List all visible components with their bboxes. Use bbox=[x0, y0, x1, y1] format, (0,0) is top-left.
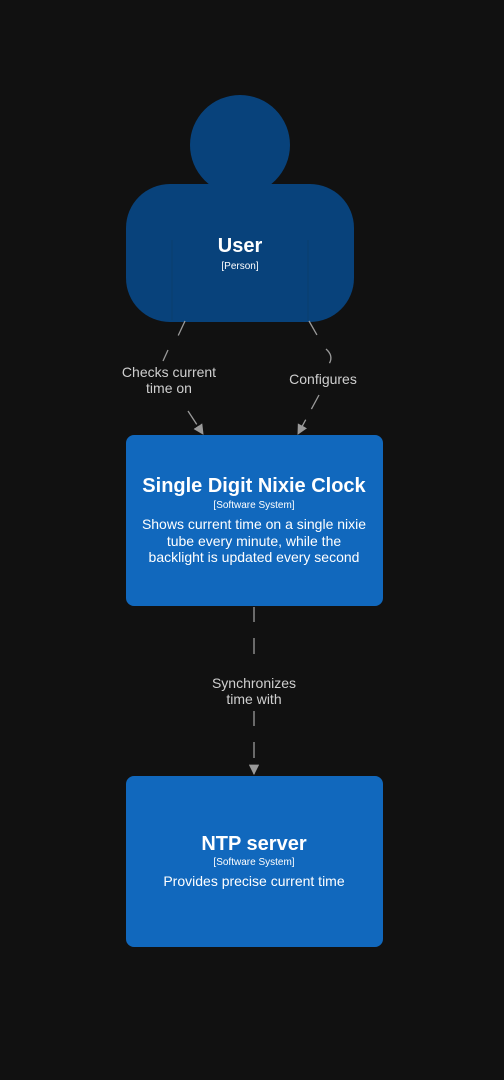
ntp-server-type: [Software System] bbox=[213, 857, 294, 868]
nixie-clock-type: [Software System] bbox=[213, 500, 294, 511]
ntp-server-description-line-1: Provides precise current time bbox=[163, 873, 345, 889]
edge-sync-label-line-2: time with bbox=[226, 691, 281, 707]
user-person-node[interactable]: User [Person] bbox=[126, 95, 354, 322]
nixie-clock-box bbox=[126, 435, 383, 606]
ntp-server-system-node[interactable]: NTP server [Software System] Provides pr… bbox=[126, 776, 383, 947]
edge-configures-segment-top bbox=[308, 320, 318, 336]
user-title: User bbox=[218, 235, 263, 257]
edge-configures-label: Configures bbox=[289, 371, 357, 387]
ntp-server-box bbox=[126, 776, 383, 947]
ntp-server-title: NTP server bbox=[201, 833, 306, 855]
nixie-clock-system-node[interactable]: Single Digit Nixie Clock [Software Syste… bbox=[126, 435, 383, 606]
edge-checks-current-time[interactable]: Checks current time on bbox=[122, 320, 216, 435]
person-body-shape bbox=[126, 184, 354, 322]
edge-configures-segment-bottom bbox=[297, 394, 320, 435]
person-head-shape bbox=[190, 95, 290, 195]
nixie-clock-description-line-3: backlight is updated every second bbox=[149, 549, 360, 565]
nixie-clock-title: Single Digit Nixie Clock bbox=[142, 475, 366, 497]
user-type: [Person] bbox=[221, 261, 258, 272]
edge-synchronizes-time[interactable]: Synchronizes time with bbox=[212, 607, 296, 776]
edge-checks-segment-mid bbox=[162, 349, 169, 362]
edge-sync-label-line-1: Synchronizes bbox=[212, 675, 296, 691]
nixie-clock-description-line-2: tube every minute, while the bbox=[167, 533, 342, 549]
edge-checks-segment-bottom bbox=[187, 410, 204, 435]
edge-checks-segment-top bbox=[177, 320, 186, 337]
edge-configures[interactable]: Configures bbox=[289, 320, 357, 435]
edge-configures-segment-mid bbox=[325, 348, 332, 365]
edge-checks-label-line-1: Checks current bbox=[122, 364, 216, 380]
nixie-clock-description-line-1: Shows current time on a single nixie bbox=[142, 516, 366, 532]
edge-checks-label-line-2: time on bbox=[146, 380, 192, 396]
